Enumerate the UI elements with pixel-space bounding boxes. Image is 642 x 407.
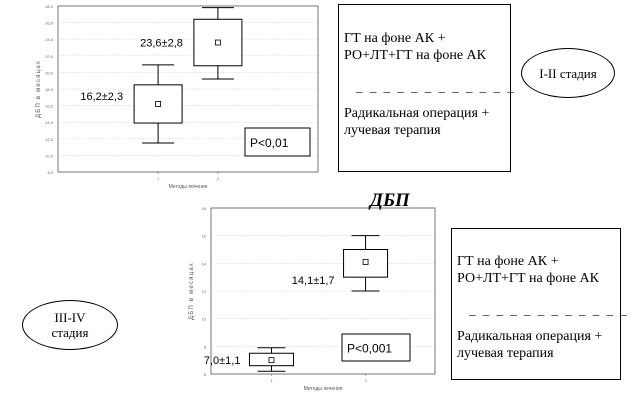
y-tick-label: 12 [202, 289, 207, 294]
legend-top-line2: РО+ЛТ+ГТ на фоне АК [344, 48, 486, 63]
x-tick-label: 1 [157, 176, 160, 181]
y-tick-label: 8,0 [47, 170, 53, 175]
mean-label: 16,2±2,3 [80, 91, 123, 103]
legend-bottom-line2: РО+ЛТ+ГТ на фоне АК [457, 271, 599, 286]
mean-marker [268, 357, 275, 364]
y-tick-label: 12,0 [45, 137, 54, 142]
mean-label: 14,1±1,7 [292, 275, 335, 287]
legend-bottom-line3: Радикальная операция + [457, 329, 603, 344]
legend-bottom-dashes: _ _ _ _ _ _ _ _ _ _ _ _ [469, 302, 629, 317]
y-tick-label: 24,0 [45, 37, 54, 42]
y-tick-label: 22,0 [45, 54, 54, 59]
y-tick-label: 10,0 [45, 153, 54, 158]
x-axis-label: Методы лечения [169, 184, 208, 190]
stage-top-ellipse: I-II стадия [521, 48, 615, 98]
mean-marker [214, 39, 221, 46]
x-tick-label: 2 [217, 176, 220, 181]
pvalue-box [341, 333, 411, 362]
legend-bottom-line4: лучевая терапия [457, 346, 554, 361]
pvalue-box [244, 127, 311, 157]
legend-top-dashes: _ _ _ _ _ _ _ _ _ _ _ _ [356, 79, 516, 94]
y-tick-label: 6 [204, 372, 207, 377]
legend-top-line4: лучевая терапия [344, 123, 441, 138]
mean-label: 7,0±1,1 [204, 355, 241, 367]
mean-marker [362, 259, 369, 265]
legend-top-line1: ГТ на фоне АК + [344, 31, 446, 46]
x-axis-label: Методы лечения [304, 386, 343, 392]
y-tick-label: 10 [202, 317, 207, 322]
stage-bottom-line1: III-IV [54, 310, 86, 325]
y-axis-label: ДБП в месяцах [189, 262, 195, 320]
legend-bottom: ГТ на фоне АК + РО+ЛТ+ГТ на фоне АК _ _ … [451, 228, 629, 380]
chart-title: ДБП [370, 190, 410, 211]
y-tick-label: 20,0 [45, 70, 54, 75]
y-tick-label: 18 [202, 206, 207, 211]
y-tick-label: 26,0 [45, 21, 54, 26]
y-tick-label: 14,0 [45, 120, 54, 125]
pvalue-label: P<0,001 [347, 342, 392, 356]
legend-bottom-line1: ГТ на фоне АК + [457, 254, 559, 269]
x-tick-label: 2 [364, 378, 367, 383]
y-tick-label: 8 [204, 344, 207, 349]
y-tick-label: 14 [202, 261, 207, 266]
y-tick-label: 16 [202, 234, 207, 239]
legend-top: ГТ на фоне АК + РО+ЛТ+ГТ на фоне АК _ _ … [338, 4, 516, 172]
mean-label: 23,6±2,8 [140, 38, 183, 50]
stage-top-label: I-II стадия [539, 65, 597, 81]
x-tick-label: 1 [270, 378, 273, 383]
y-axis-label: ДБП в месяцах [36, 60, 42, 118]
top-box-plot: 8,0 10,0 12,0 14,0 16,0 18,0 20,0 22,0 24,0 26,0 2… [36, 4, 319, 190]
mean-marker [155, 101, 162, 107]
y-tick-label: 16,0 [45, 104, 54, 109]
stage-bottom-line2: стадия [51, 325, 89, 340]
y-tick-label: 18,0 [45, 87, 54, 92]
legend-top-line3: Радикальная операция + [344, 106, 490, 121]
y-tick-label: 28,0 [45, 4, 54, 9]
stage-bottom-ellipse: III-IV стадия [22, 300, 118, 350]
pvalue-label: P<0,01 [250, 136, 289, 150]
